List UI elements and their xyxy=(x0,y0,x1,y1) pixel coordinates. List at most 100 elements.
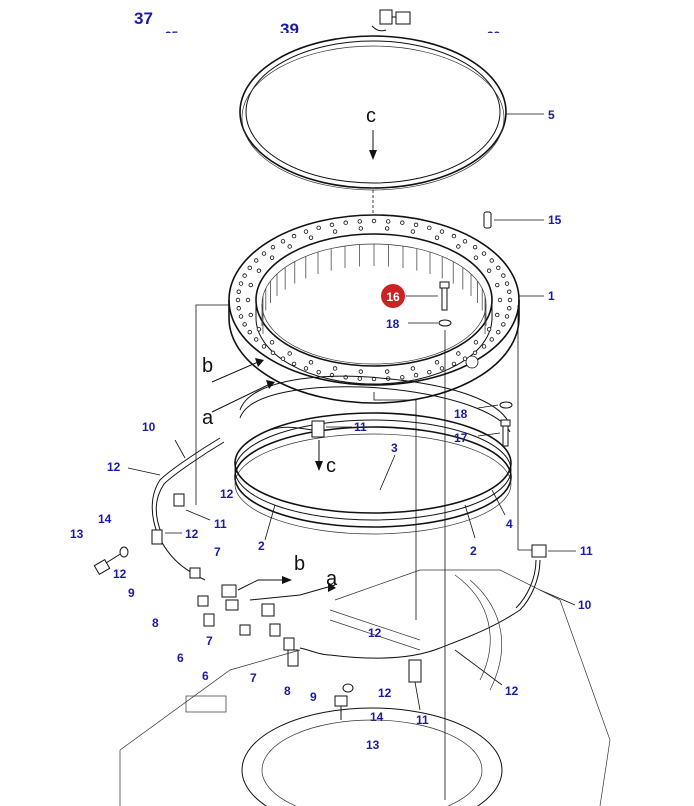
callout-12-b[interactable]: 12 xyxy=(220,487,234,501)
callout-9-left[interactable]: 9 xyxy=(128,586,135,600)
callout-14-low[interactable]: 14 xyxy=(370,710,384,724)
callout-12-c[interactable]: 12 xyxy=(185,527,199,541)
callout-11-left[interactable]: 11 xyxy=(214,517,227,531)
bolt-hole xyxy=(384,369,390,374)
bolt-hole xyxy=(495,312,500,318)
connector-plug xyxy=(371,9,411,32)
callout-3[interactable]: 3 xyxy=(391,441,398,455)
bolt-hole xyxy=(504,314,510,319)
bolt-hole xyxy=(489,258,494,263)
washer-14-left xyxy=(119,546,129,558)
callout-9-low[interactable]: 9 xyxy=(310,690,317,704)
bolt-hole xyxy=(427,225,432,231)
callout-7-mid[interactable]: 7 xyxy=(206,634,213,648)
callout-11-right[interactable]: 11 xyxy=(580,544,593,558)
bolt-hole xyxy=(332,366,338,371)
swing-bearing-ring-1 xyxy=(228,214,520,404)
bolt-hole xyxy=(247,265,252,271)
bolt-hole xyxy=(247,329,252,335)
bolt-hole xyxy=(489,337,494,342)
bolt-hole xyxy=(400,220,405,225)
bolt-hole xyxy=(235,297,241,303)
bolt-hole xyxy=(343,220,348,225)
bolt-hole xyxy=(303,229,309,234)
callout-14-left[interactable]: 14 xyxy=(98,512,112,526)
callout-2-right[interactable]: 2 xyxy=(470,544,477,558)
callout-1[interactable]: 1 xyxy=(548,289,555,303)
bolt-hole xyxy=(248,282,253,288)
grease-hose-left xyxy=(151,437,225,581)
callout-18-right[interactable]: 18 xyxy=(454,407,468,421)
bolt-hole xyxy=(287,351,292,356)
callout-11-low[interactable]: 11 xyxy=(416,713,429,727)
callout-6-a[interactable]: 6 xyxy=(177,651,184,665)
bolt-hole xyxy=(316,225,321,231)
callout-15[interactable]: 15 xyxy=(548,213,562,227)
callout-17[interactable]: 17 xyxy=(454,431,468,445)
washer-18-right xyxy=(499,401,513,409)
bolt-hole xyxy=(256,327,262,332)
bolt-hole xyxy=(473,340,479,345)
bolt-hole xyxy=(496,329,501,335)
fitting-11-top xyxy=(269,420,325,438)
bolt-hole xyxy=(261,344,267,349)
bolt-hole xyxy=(261,251,267,256)
bolt-hole xyxy=(238,281,244,286)
callout-12-e[interactable]: 12 xyxy=(368,626,382,640)
bolt-hole xyxy=(248,312,253,318)
pin-15 xyxy=(483,211,492,229)
callout-12-d[interactable]: 12 xyxy=(113,567,127,581)
page-ref-37[interactable]: 37 xyxy=(134,9,153,28)
bolt-hole xyxy=(270,350,276,356)
view-a-label: a xyxy=(202,407,214,429)
callout-11-top[interactable]: 11 xyxy=(354,420,367,434)
bolt-hole xyxy=(504,281,510,286)
callout-8-left[interactable]: 8 xyxy=(152,616,159,630)
bolt-hole xyxy=(507,306,512,311)
bolt-hole xyxy=(270,244,276,250)
base-frame xyxy=(119,569,611,806)
callout-8-low[interactable]: 8 xyxy=(284,684,291,698)
bolt-hole xyxy=(473,255,479,260)
callout-4[interactable]: 4 xyxy=(506,517,513,531)
callout-7-left[interactable]: 7 xyxy=(214,545,221,559)
bolt-hole xyxy=(486,268,492,273)
seal-3 xyxy=(239,375,511,433)
callout-12-a[interactable]: 12 xyxy=(107,460,121,474)
callout-6-b[interactable]: 6 xyxy=(202,669,209,683)
bolt-hole xyxy=(456,244,461,249)
callout-18-top[interactable]: 18 xyxy=(386,317,400,331)
view-a-low-label: a xyxy=(326,568,338,590)
bolt-hole xyxy=(462,239,468,244)
grease-hose-right xyxy=(299,544,547,659)
callout-13-low[interactable]: 13 xyxy=(366,738,380,752)
callout-2-left[interactable]: 2 xyxy=(258,539,265,553)
bolt-hole xyxy=(287,244,292,249)
bolt-hole xyxy=(497,297,503,303)
bolt-hole xyxy=(332,229,338,234)
view-c-label: c xyxy=(366,105,376,127)
bolt-hole xyxy=(371,218,377,224)
bolt-hole xyxy=(256,268,262,273)
bolt-hole xyxy=(481,251,487,256)
bolt-hole xyxy=(358,226,364,231)
bolt-hole xyxy=(451,361,457,367)
washer-18-top xyxy=(438,319,452,327)
bolt-hole xyxy=(496,265,501,271)
bolt-hole xyxy=(308,360,314,365)
bolt-hole xyxy=(410,229,416,234)
callout-12-right[interactable]: 12 xyxy=(505,684,519,698)
washer-14-low xyxy=(342,683,354,693)
bolt-hole xyxy=(269,255,275,260)
callout-16[interactable]: 16 xyxy=(386,290,400,304)
callout-10-left[interactable]: 10 xyxy=(142,420,156,434)
callout-7-low[interactable]: 7 xyxy=(250,671,257,685)
callout-10-right[interactable]: 10 xyxy=(578,598,592,612)
callout-12-f[interactable]: 12 xyxy=(378,686,392,700)
retainer-ring-2-4 xyxy=(234,412,512,535)
callout-13-left[interactable]: 13 xyxy=(70,527,84,541)
bolt-hole xyxy=(236,306,241,311)
callout-16-badge xyxy=(381,284,405,308)
bolt-hole xyxy=(280,356,286,361)
callout-5[interactable]: 5 xyxy=(548,108,555,122)
